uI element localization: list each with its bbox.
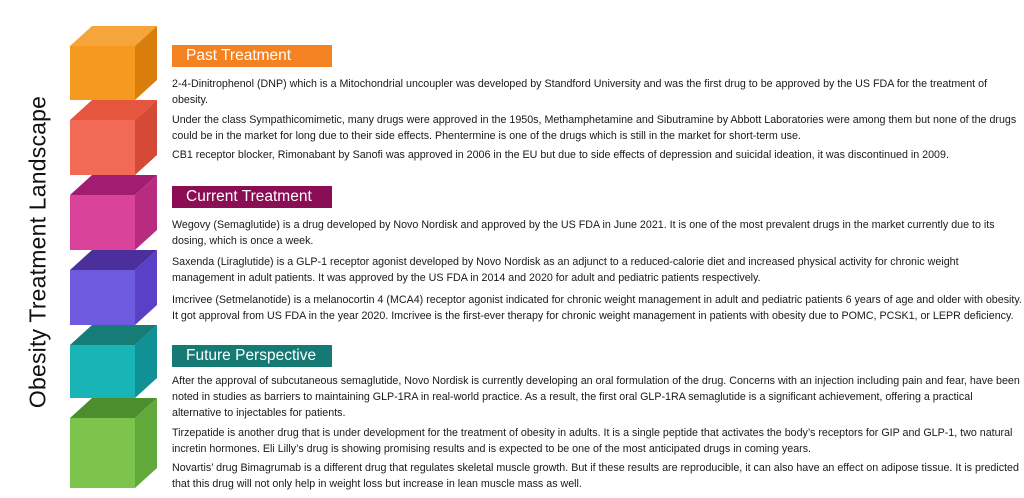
past-cube-2 <box>70 100 157 175</box>
section-header-future: Future Perspective <box>172 345 332 367</box>
current-cube-1 <box>70 175 157 250</box>
future-cube-1 <box>70 325 157 398</box>
future-cube-1-front-face <box>70 345 135 398</box>
section-header-current: Current Treatment <box>172 186 332 208</box>
past-cube-2-front-face <box>70 120 135 175</box>
past-cube-2-top-face <box>70 100 157 120</box>
future-paragraph-2: Tirzepatide is another drug that is unde… <box>172 427 1013 455</box>
future-cube-2-top-face <box>70 398 157 418</box>
current-cube-1-top-face <box>70 175 157 195</box>
current-paragraph-3: Imcrivee (Setmelanotide) is a melanocort… <box>172 294 1022 322</box>
future-cube-2-side-face <box>135 398 157 488</box>
future-cube-2-front-face <box>70 418 135 488</box>
past-cube-1-side-face <box>135 26 157 100</box>
current-cube-2 <box>70 250 157 325</box>
past-paragraph-2: Under the class Sympathicomimetic, many … <box>172 114 1017 142</box>
past-cube-1-top-face <box>70 26 157 46</box>
future-paragraph-3: Novartis’ drug Bimagrumab is a different… <box>172 462 1019 490</box>
past-cube-2-side-face <box>135 100 157 175</box>
current-cube-2-side-face <box>135 250 157 325</box>
future-cube-1-side-face <box>135 325 157 398</box>
future-cube-2 <box>70 398 157 488</box>
future-cube-1-top-face <box>70 325 157 345</box>
current-cube-1-front-face <box>70 195 135 250</box>
past-cube-1 <box>70 26 157 100</box>
current-cube-1-side-face <box>135 175 157 250</box>
section-header-past: Past Treatment <box>172 45 332 67</box>
future-paragraph-1: After the approval of subcutaneous semag… <box>172 375 1020 419</box>
past-paragraph-3: CB1 receptor blocker, Rimonabant by Sano… <box>172 149 949 161</box>
current-paragraph-2: Saxenda (Liraglutide) is a GLP-1 recepto… <box>172 256 959 284</box>
current-cube-2-top-face <box>70 250 157 270</box>
current-paragraph-1: Wegovy (Semaglutide) is a drug developed… <box>172 219 995 247</box>
past-cube-1-front-face <box>70 46 135 100</box>
past-paragraph-1: 2-4-Dinitrophenol (DNP) which is a Mitoc… <box>172 78 988 106</box>
current-cube-2-front-face <box>70 270 135 325</box>
